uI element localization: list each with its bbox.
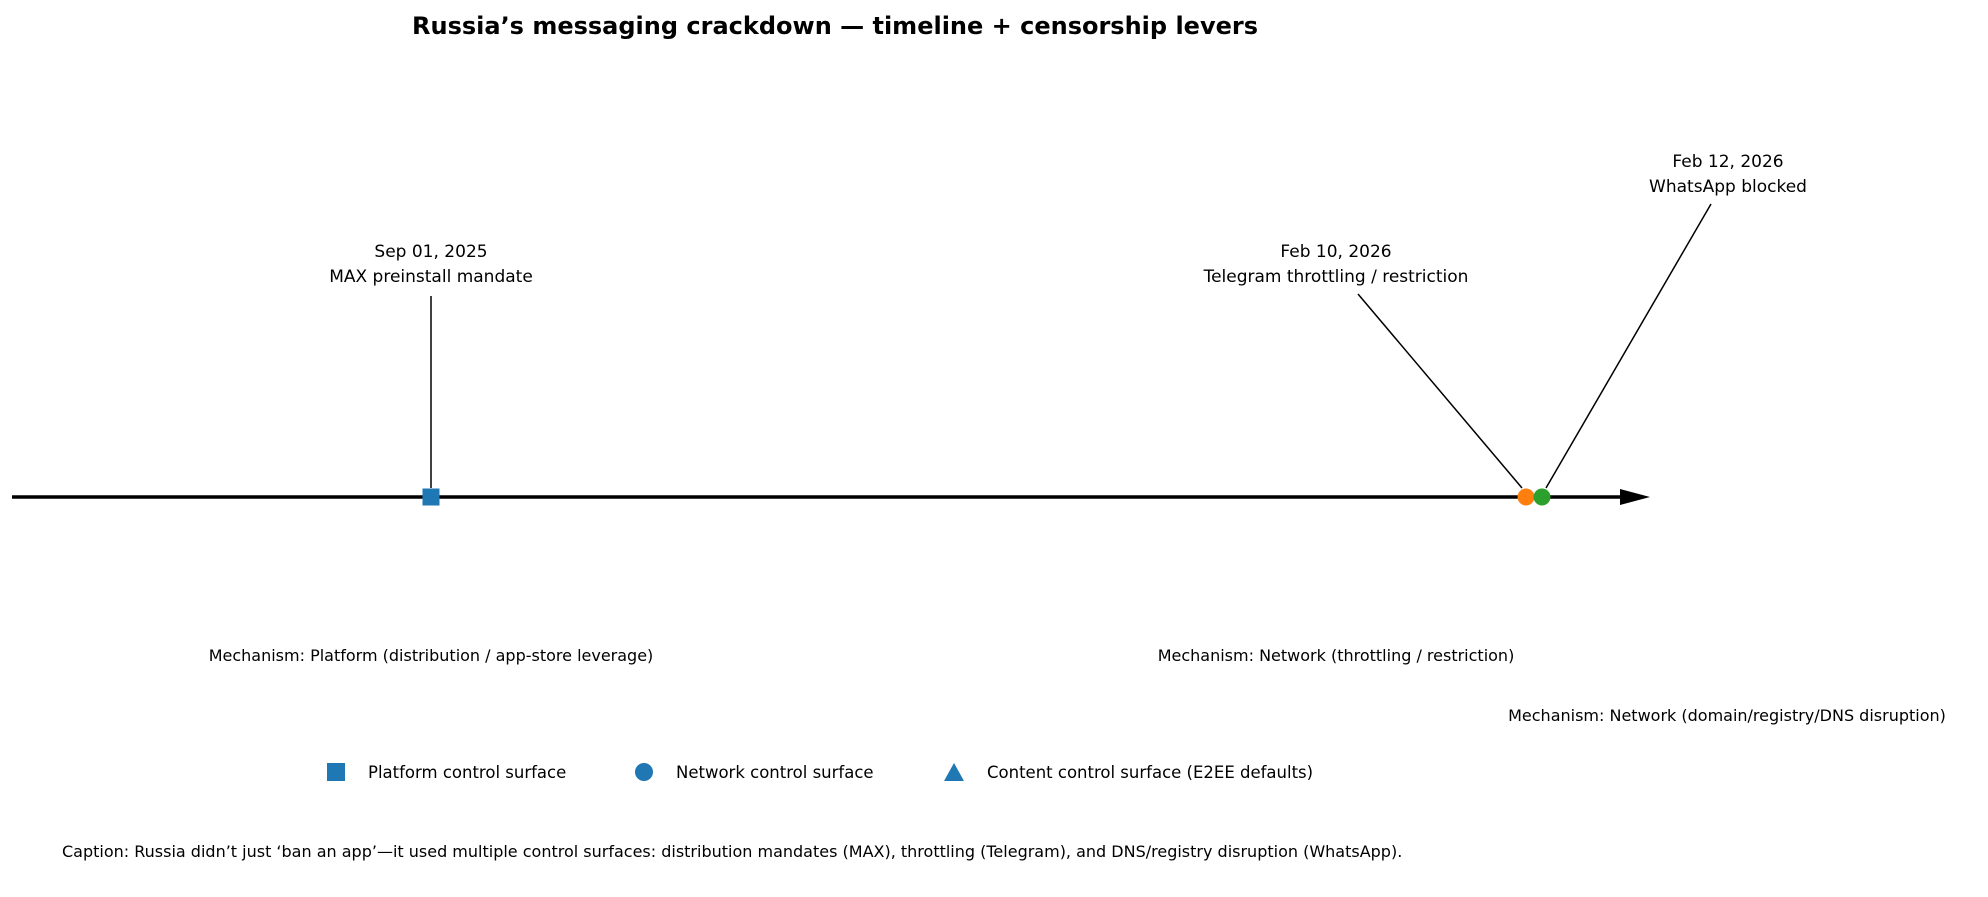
leader-line-telegram-throttling <box>1357 293 1523 489</box>
legend-label: Network control surface <box>676 762 874 782</box>
leader-line-whatsapp-blocked <box>1545 203 1712 489</box>
event-date: Sep 01, 2025 <box>374 242 488 262</box>
mechanism-label-whatsapp-blocked: Mechanism: Network (domain/registry/DNS … <box>1508 706 1946 725</box>
event-date: Feb 10, 2026 <box>1280 242 1392 262</box>
legend-label: Platform control surface <box>368 762 567 782</box>
legend-circle-icon <box>635 763 653 781</box>
legend-square-icon <box>327 763 345 781</box>
legend-triangle-icon <box>944 763 964 781</box>
event-date: Feb 12, 2026 <box>1672 152 1784 172</box>
mechanism-label-telegram-throttling: Mechanism: Network (throttling / restric… <box>1157 646 1515 665</box>
event-marker-circle-telegram-throttling <box>1517 488 1535 506</box>
event-label: WhatsApp blocked <box>1649 177 1807 197</box>
legend-item-circle: Network control surface <box>635 762 874 782</box>
legend-item-triangle: Content control surface (E2EE defaults) <box>944 762 1313 782</box>
mechanism-label-max-preinstall: Mechanism: Platform (distribution / app-… <box>208 646 654 665</box>
event-marker-square-max-preinstall <box>422 488 440 506</box>
event-label: MAX preinstall mandate <box>329 267 533 287</box>
event-marker-circle-whatsapp-blocked <box>1533 488 1551 506</box>
legend-item-square: Platform control surface <box>327 762 566 782</box>
axis-arrowhead <box>1620 489 1650 505</box>
caption: Caption: Russia didn’t just ‘ban an app’… <box>62 842 1403 861</box>
event-label: Telegram throttling / restriction <box>1203 267 1469 287</box>
legend-label: Content control surface (E2EE defaults) <box>987 762 1314 782</box>
chart-title: Russia’s messaging crackdown — timeline … <box>412 12 1258 40</box>
